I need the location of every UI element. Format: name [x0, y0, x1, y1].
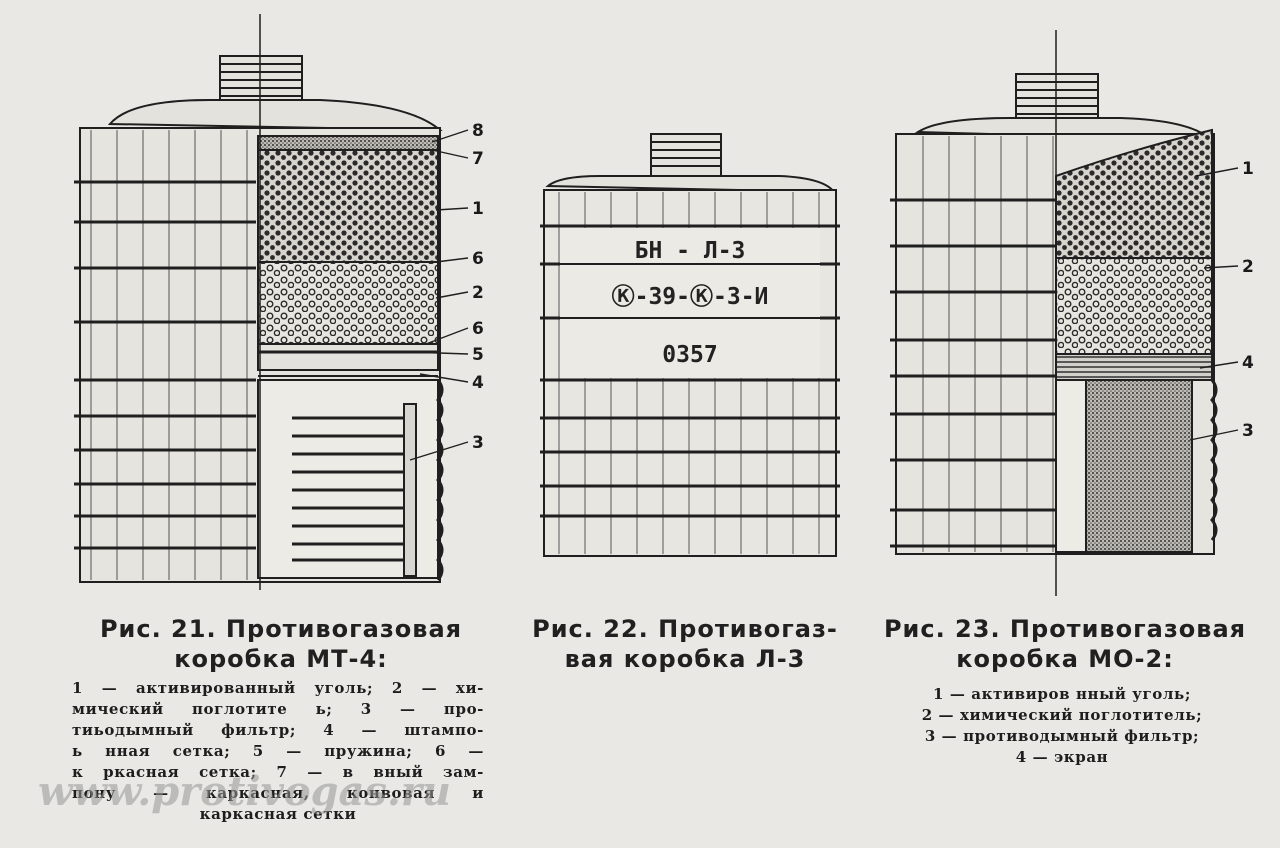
- legend-line: 4 — экран: [1015, 748, 1109, 766]
- legend-line: мический поглотите ь; 3 — про-: [72, 700, 484, 718]
- fig22-caption-subtitle: вая коробка Л-3: [564, 645, 806, 673]
- legend-line: тиьодымный фильтр; 4 — штампо-: [72, 721, 484, 739]
- fig23-caption-subtitle: коробка МО-2:: [956, 645, 1174, 673]
- fig21-callout-2: 2: [472, 283, 484, 303]
- legend-line: к ркасная сетка; 7 — в вный зам-: [72, 763, 484, 781]
- legend-line: 1 — активированный уголь; 2 — хи-: [72, 679, 484, 697]
- legend-line: 1 — активиров нный уголь;: [933, 685, 1191, 703]
- fig23-caption: Рис. 23. Противогазовая коробка МО-2:: [880, 614, 1250, 674]
- fig22-caption: Рис. 22. Противогаз- вая коробка Л-3: [520, 614, 850, 674]
- figure-23-drawing: 1 2 4 3: [890, 30, 1254, 596]
- figure-22-drawing: БН - Л-3 Ⓚ-39-Ⓚ-3-И 0357: [540, 133, 840, 557]
- fig23-ribs: [890, 198, 1056, 548]
- fig21-callout-4: 4: [472, 373, 484, 393]
- legend-line: ь нная сетка; 5 — пружина; 6 —: [72, 742, 484, 760]
- fig22-stamp-code: Ⓚ-39-Ⓚ-3-И: [612, 283, 769, 310]
- fig23-caption-title: Рис. 23. Противогазовая: [883, 615, 1247, 643]
- fig21-callout-8: 8: [472, 121, 484, 141]
- fig21-legend: 1 — активированный уголь; 2 — хи- мическ…: [72, 678, 484, 825]
- fig23-leaders: [1189, 167, 1239, 441]
- fig21-callout-7: 7: [472, 149, 484, 169]
- fig21-shoulder: [107, 99, 443, 132]
- fig23-callout-1: 1: [1242, 159, 1254, 179]
- legend-line: пону — каркасная, конвовая и: [72, 784, 484, 802]
- fig23-callout-2: 2: [1242, 257, 1254, 277]
- fig21-leaders: [409, 129, 469, 461]
- fig22-shoulder: [545, 175, 836, 194]
- fig21-pleats: [292, 416, 405, 562]
- fig21-callout-5: 5: [472, 345, 484, 365]
- fig21-callout-6b: 6: [472, 319, 484, 339]
- fig21-caption-subtitle: коробка МТ-4:: [174, 645, 388, 673]
- watermark: www.protivogas.ru: [38, 768, 452, 815]
- fig22-stamp-number: 0357: [662, 342, 717, 368]
- fig21-caption: Рис. 21. Противогазовая коробка МТ-4:: [96, 614, 466, 674]
- fig23-callout-3: 3: [1242, 421, 1254, 441]
- fig21-callout-3: 3: [472, 433, 484, 453]
- legend-line: каркасная сетки: [199, 805, 357, 823]
- fig21-neck: [219, 55, 303, 103]
- fig22-neck: [650, 133, 722, 177]
- figure-21-drawing: 8 7 1 6 2 6 5 4 3: [74, 14, 484, 590]
- fig21-callout-1: 1: [472, 199, 484, 219]
- legend-line: 2 — химический поглотитель;: [921, 706, 1203, 724]
- legend-line: 3 — противодымный фильтр;: [924, 727, 1200, 745]
- fig21-ribs: [74, 180, 256, 550]
- fig23-callout-4: 4: [1242, 353, 1254, 373]
- fig23-legend: 1 — активиров нный уголь; 2 — химический…: [872, 684, 1252, 768]
- fig23-neck: [1015, 73, 1099, 125]
- fig21-caption-title: Рис. 21. Противогазовая: [99, 615, 463, 643]
- fig21-callout-6a: 6: [472, 249, 484, 269]
- fig22-caption-title: Рис. 22. Противогаз-: [532, 615, 838, 643]
- fig22-stamp-model: БН - Л-3: [635, 238, 746, 264]
